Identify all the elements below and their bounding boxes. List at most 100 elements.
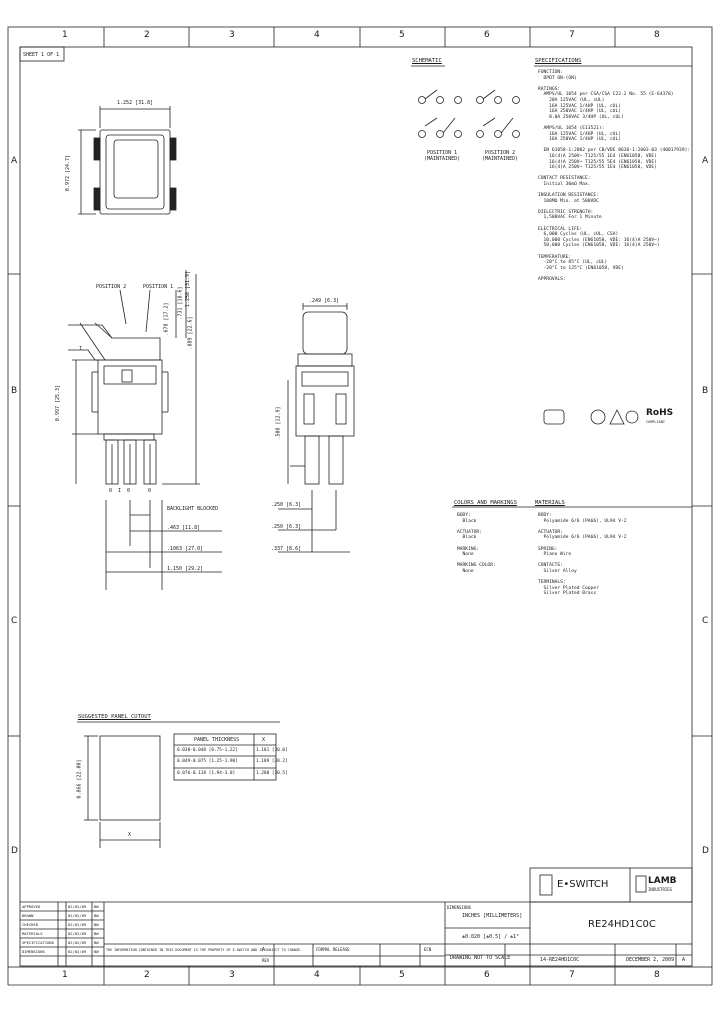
cutout-heading: SUGGESTED PANEL CUTOUT	[78, 714, 151, 720]
row-label-d: D	[11, 846, 18, 856]
approval-row-label: DIMENSIONS	[22, 949, 45, 954]
side-dim-d: 0.997 [25.3]	[55, 384, 62, 422]
side-dim-g: .1063 [27.0]	[167, 546, 204, 552]
specifications-heading: SPECIFICATIONS	[535, 58, 582, 64]
side-dim-b: .731 [18.6]	[177, 286, 184, 320]
approval-row-initials: BW	[94, 922, 99, 927]
materials-heading: MATERIALS	[535, 500, 565, 506]
col-label-6: 6	[484, 30, 490, 40]
approval-row-label: CHECKED	[22, 922, 39, 927]
sheet-label: SHEET 1 OF 1	[23, 52, 60, 58]
drawing-number: 14-RE24HD1C0C	[540, 957, 580, 963]
panel-thickness-header: PANEL THICKNESS	[194, 737, 240, 743]
approval-row-label: APPROVED	[22, 904, 41, 909]
ecn-label: ECN	[424, 947, 432, 952]
rev-block-label: REV	[262, 958, 270, 963]
col-label-3: 3	[229, 970, 235, 980]
table-cell: 0.049-0.075 [1.25-1.90]	[177, 759, 238, 764]
col-label-6: 6	[484, 970, 490, 980]
row-label-d: D	[702, 846, 709, 856]
col-label-5: 5	[399, 30, 405, 40]
cutout-x-label: X	[128, 832, 132, 838]
end-dim-c: .508 [12.9]	[275, 406, 282, 440]
col-label-8: 8	[654, 30, 660, 40]
units-value: INCHES [MILLIMETERS]	[462, 913, 523, 919]
col-label-5: 5	[399, 970, 405, 980]
row-label-a: A	[702, 156, 709, 166]
approval-row-initials: BW	[94, 904, 99, 909]
approval-row-label: MATERIALS	[22, 931, 43, 936]
formal-release-label: FORMAL RELEASE	[316, 947, 350, 952]
lamb-logo: LAMB	[648, 876, 677, 886]
rohs-compliant-label: COMPLIANT	[646, 420, 665, 424]
colors-markings-body: BODY: Black ACTUATOR: Black MARKING: Non…	[457, 513, 496, 574]
row-label-b: B	[702, 386, 709, 396]
schematic-heading: SCHEMATIC	[412, 58, 442, 64]
approval-row-date: 02/02/09	[68, 913, 87, 918]
table-cell: 1.181 [30.0]	[256, 748, 288, 753]
cutout-height-dim: 0.866 [22.00]	[76, 759, 83, 799]
units-label: DIMENSIONS	[447, 905, 472, 910]
terminal-label-3: 0	[127, 488, 131, 494]
terminal-label-1: 0	[109, 488, 113, 494]
i-mark: I	[79, 346, 83, 352]
approval-row-initials: BW	[94, 949, 99, 954]
approval-row-date: 02/02/09	[68, 949, 87, 954]
backlight-blocked-label: BACKLIGHT BLOCKED	[167, 506, 219, 512]
col-label-1: 1	[62, 30, 68, 40]
side-dim-h: 1.150 [29.2]	[167, 566, 204, 572]
schematic-pos2-caption: POSITION 2 (MAINTAINED)	[482, 150, 519, 162]
approval-row-label: DRAWN	[22, 913, 34, 918]
top-view-height-dim: 0.972 [24.7]	[65, 154, 72, 192]
drawing-date: DECEMBER 2, 2009	[626, 957, 675, 963]
table-cell: 0.076-0.118 [1.94-3.0]	[177, 771, 236, 776]
materials-body: BODY: Polyamide 6/6 (PA66), UL94 V-2 ACT…	[538, 513, 627, 597]
row-label-c: C	[11, 616, 18, 626]
approval-row-date: 02/02/09	[68, 904, 87, 909]
row-label-a: A	[11, 156, 18, 166]
terminal-label-2: I	[118, 488, 122, 494]
col-label-2: 2	[144, 30, 150, 40]
eswitch-logo: E•SWITCH	[557, 879, 609, 890]
scale-note: DRAWING NOT TO SCALE	[450, 955, 511, 961]
end-dim-a: .250 [6.3]	[271, 502, 302, 508]
schematic-pos1-caption: POSITION 1 (MAINTAINED)	[424, 150, 461, 162]
rohs-mark: RoHS	[646, 408, 674, 418]
table-cell: 1.189 [30.2]	[256, 759, 288, 764]
colors-markings-heading: COLORS AND MARKINGS	[454, 500, 517, 506]
approval-row-initials: BW	[94, 931, 99, 936]
position-1-label: POSITION 1	[143, 284, 174, 290]
col-label-4: 4	[314, 30, 320, 40]
specifications-body: FUNCTION: DPDT ON-(ON) RATINGS: AMPS/UL …	[538, 70, 691, 282]
revision-letter: A	[682, 957, 686, 963]
end-view-width-dim: .249 [6.3]	[309, 298, 340, 304]
col-label-7: 7	[569, 970, 575, 980]
end-dim-b: .250 [6.3]	[271, 524, 302, 530]
col-label-4: 4	[314, 970, 320, 980]
disclaimer-text: THE INFORMATION CONTAINED IN THIS DOCUME…	[106, 948, 302, 952]
row-label-b: B	[11, 386, 18, 396]
position-2-label: POSITION 2	[96, 284, 127, 290]
approval-row-initials: BW	[94, 940, 99, 945]
top-view-width-dim: 1.252 [31.8]	[117, 100, 154, 106]
x-header: X	[262, 737, 266, 743]
terminal-label-4: 0	[148, 488, 152, 494]
tolerance-value: ±0.020 [±0.5] / ±1°	[462, 934, 520, 940]
approval-row-date: 02/02/09	[68, 931, 87, 936]
approval-row-initials: BW	[94, 913, 99, 918]
part-number: RE24HD1C0C	[588, 919, 656, 930]
lamb-industries-label: INDUSTRIES	[648, 887, 673, 892]
approval-row-date: 02/02/09	[68, 940, 87, 945]
row-label-c: C	[702, 616, 709, 626]
side-dim-c: .889 [22.6]	[187, 316, 194, 350]
side-dim-a: .678 [17.2]	[163, 302, 170, 336]
col-label-8: 8	[654, 970, 660, 980]
col-label-1: 1	[62, 970, 68, 980]
col-label-3: 3	[229, 30, 235, 40]
rev-letter: A	[262, 947, 266, 953]
approval-row-label: SPECIFICATIONS	[22, 940, 55, 945]
table-cell: 0.030-0.048 [0.75-1.22]	[177, 748, 238, 753]
side-dim-f: .463 [11.8]	[167, 525, 201, 531]
end-dim-d: .337 [8.6]	[271, 546, 302, 552]
